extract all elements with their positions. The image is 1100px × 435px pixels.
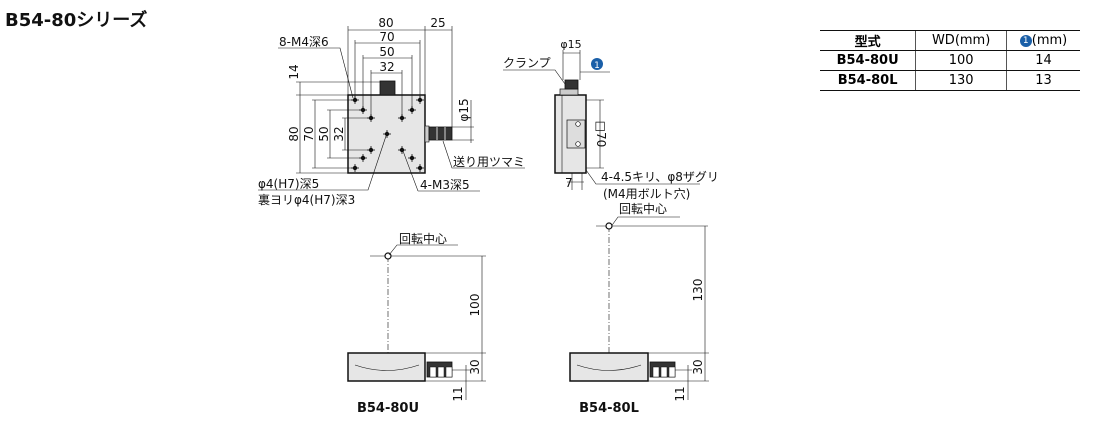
dim-height-70: 70 — [302, 126, 316, 141]
clamp-knob — [379, 80, 396, 96]
side-clamp-knob — [564, 79, 579, 90]
label-holes-m3: 4-M3深5 — [420, 178, 470, 192]
dim-11-u: 11 — [451, 386, 465, 401]
table-row: B54-80L 130 13 — [820, 70, 1080, 91]
label-pin-hole: φ4(H7)深5 — [258, 177, 319, 191]
dim-height-80: 80 — [287, 126, 301, 141]
cell-badge-value: 14 — [1006, 50, 1080, 71]
table-row: B54-80U 100 14 — [820, 50, 1080, 71]
label-holes-m4: 8-M4深6 — [279, 35, 329, 49]
front-view-l: 回転中心 130 30 11 B54-80L — [569, 201, 709, 416]
dim-knob-phi15: φ15 — [457, 98, 471, 121]
dim-11-l: 11 — [673, 386, 687, 401]
model-label-l: B54-80L — [579, 401, 639, 416]
dim-height-32: 32 — [332, 126, 346, 141]
dim-wd-u: 100 — [468, 294, 482, 317]
cell-badge-value: 13 — [1006, 70, 1080, 91]
dim-width-80: 80 — [378, 16, 393, 30]
dim-30-l: 30 — [691, 359, 705, 374]
dim-height-50: 50 — [317, 126, 331, 141]
label-bolt-holes: 4-4.5キリ、φ8ザグリ — [601, 170, 719, 184]
badge-1-text: 1 — [594, 61, 600, 71]
label-feed-knob: 送り用ツマミ — [453, 154, 525, 169]
dim-width-50: 50 — [379, 45, 394, 59]
header-badge-col: 1(mm) — [1006, 30, 1080, 51]
hole-marker-icon — [398, 146, 406, 154]
front-view-u: 回転中心 100 30 11 B54-80U — [347, 231, 486, 416]
dim-knob-25: 25 — [430, 16, 445, 30]
cell-wd: 130 — [915, 70, 1007, 91]
hole-marker-icon — [383, 130, 391, 138]
side-view: φ15 クランプ 1 □70 7 4-4.5キリ、φ8ザグリ (M4用ボルト穴) — [503, 38, 719, 229]
dim-30-u: 30 — [468, 359, 482, 374]
header-wd: WD(mm) — [915, 30, 1007, 51]
side-dim-sq70: □70 — [594, 121, 608, 148]
label-bolt-note: (M4用ボルト穴) — [603, 186, 690, 201]
dim-offset-14: 14 — [287, 64, 301, 79]
rotation-center-icon — [605, 222, 613, 230]
badge-1-icon — [591, 58, 603, 70]
dim-width-32: 32 — [379, 60, 394, 74]
dim-width-70: 70 — [379, 30, 394, 44]
goniometer-body-l — [569, 352, 649, 382]
page-title: B54-80シリーズ — [5, 10, 148, 31]
cell-model: B54-80L — [820, 70, 916, 91]
badge-1-icon: 1 — [1019, 34, 1032, 47]
spec-table: 型式 WD(mm) 1(mm) B54-80U 100 14 B54-80L 1… — [820, 30, 1080, 91]
side-dim-7: 7 — [565, 176, 573, 190]
side-dim-phi15: φ15 — [560, 38, 581, 51]
table-header-row: 型式 WD(mm) 1(mm) — [820, 30, 1080, 51]
cell-model: B54-80U — [820, 50, 916, 71]
label-clamp: クランプ — [503, 56, 551, 70]
label-rotation-center-l: 回転中心 — [619, 201, 667, 216]
top-view: 80 25 70 50 32 14 80 70 50 32 φ15 8-M4深6… — [258, 16, 525, 207]
label-pin-hole-back: 裏ヨリφ4(H7)深3 — [258, 192, 355, 207]
feed-knob — [424, 125, 453, 143]
hole-marker-icon — [416, 164, 424, 172]
hole-marker-icon — [408, 154, 416, 162]
model-label-u: B54-80U — [357, 401, 419, 416]
header-unit: (mm) — [1031, 33, 1068, 48]
side-clamp-base — [559, 88, 579, 96]
cell-wd: 100 — [915, 50, 1007, 71]
label-rotation-center-u: 回転中心 — [399, 231, 447, 246]
dim-wd-l: 130 — [691, 279, 705, 302]
header-model: 型式 — [820, 30, 916, 51]
